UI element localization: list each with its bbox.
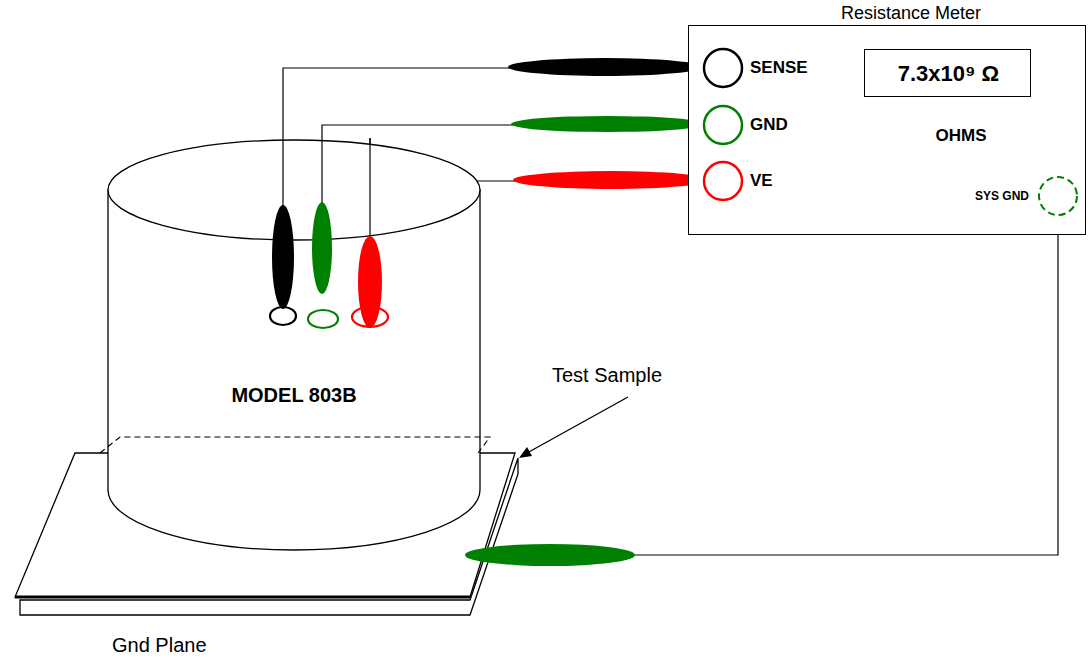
mode-label-box: OHMS xyxy=(901,124,1021,148)
panel-title: Resistance Meter xyxy=(841,3,981,24)
banana-plug xyxy=(272,205,294,309)
terminal-name-box: GND xyxy=(750,110,850,140)
cylinder-top xyxy=(108,140,480,240)
terminal-name-box: SYS GND xyxy=(921,185,1029,209)
jack-ring xyxy=(1039,177,1077,215)
jack-ring xyxy=(270,307,296,325)
terminal-name-box: SENSE xyxy=(750,53,850,83)
ground-jack: SYS GND xyxy=(1037,175,1079,217)
banana-plug xyxy=(511,116,703,132)
probe-cylinder-outline xyxy=(106,138,482,553)
part-label-box: Gnd Plane xyxy=(112,630,272,660)
jack-ring xyxy=(308,310,338,328)
terminal-name-box: VE xyxy=(750,166,850,196)
terminal-jack-outline xyxy=(702,104,744,146)
banana-plug xyxy=(312,202,332,294)
probe-lead xyxy=(282,138,283,210)
terminal-jack: VE xyxy=(702,160,744,202)
model-label: MODEL 803B xyxy=(231,384,356,407)
banana-plug xyxy=(508,58,702,76)
leader-arrowhead xyxy=(519,447,532,458)
part-label: Gnd Plane xyxy=(112,634,207,657)
model-label-box: MODEL 803B xyxy=(149,380,439,410)
terminal-name: VE xyxy=(750,171,773,191)
terminal-jack-outline xyxy=(702,47,744,89)
terminal-name: SYS GND xyxy=(975,190,1029,204)
panel-title-box: Resistance Meter xyxy=(801,2,1021,24)
jack-ring xyxy=(704,106,742,144)
part-label-box: Test Sample xyxy=(552,360,702,390)
test-lead xyxy=(283,68,702,138)
test-lead xyxy=(522,217,1058,555)
part-label: Test Sample xyxy=(552,364,662,387)
terminal-name: GND xyxy=(750,115,788,135)
reading-value-box: 7.3x10⁹ Ω xyxy=(865,50,1032,98)
ground-jack-outline xyxy=(1037,175,1079,217)
banana-plug xyxy=(513,171,709,189)
terminal-jack-outline xyxy=(702,160,744,202)
mode-label: OHMS xyxy=(936,126,987,146)
hidden-edge xyxy=(100,437,490,453)
terminal-jack: GND xyxy=(702,104,744,146)
reading-value: 7.3x10⁹ Ω xyxy=(898,61,999,86)
terminal-name: SENSE xyxy=(750,58,808,78)
leader-line xyxy=(527,397,628,453)
sample-edge xyxy=(15,596,470,599)
display-window: 7.3x10⁹ Ω xyxy=(864,49,1031,97)
jack-ring xyxy=(704,162,742,200)
probe-cylinder: MODEL 803B xyxy=(106,138,482,553)
jack-ring xyxy=(704,49,742,87)
ground-clip xyxy=(465,544,635,566)
probe-lead xyxy=(369,138,370,240)
meter-housing: Resistance MeterOHMS7.3x10⁹ ΩSENSEGNDVES… xyxy=(688,25,1086,235)
terminal-jack: SENSE xyxy=(702,47,744,89)
probe-lead xyxy=(321,138,322,205)
cylinder-body xyxy=(108,190,480,550)
banana-plug xyxy=(358,236,382,328)
